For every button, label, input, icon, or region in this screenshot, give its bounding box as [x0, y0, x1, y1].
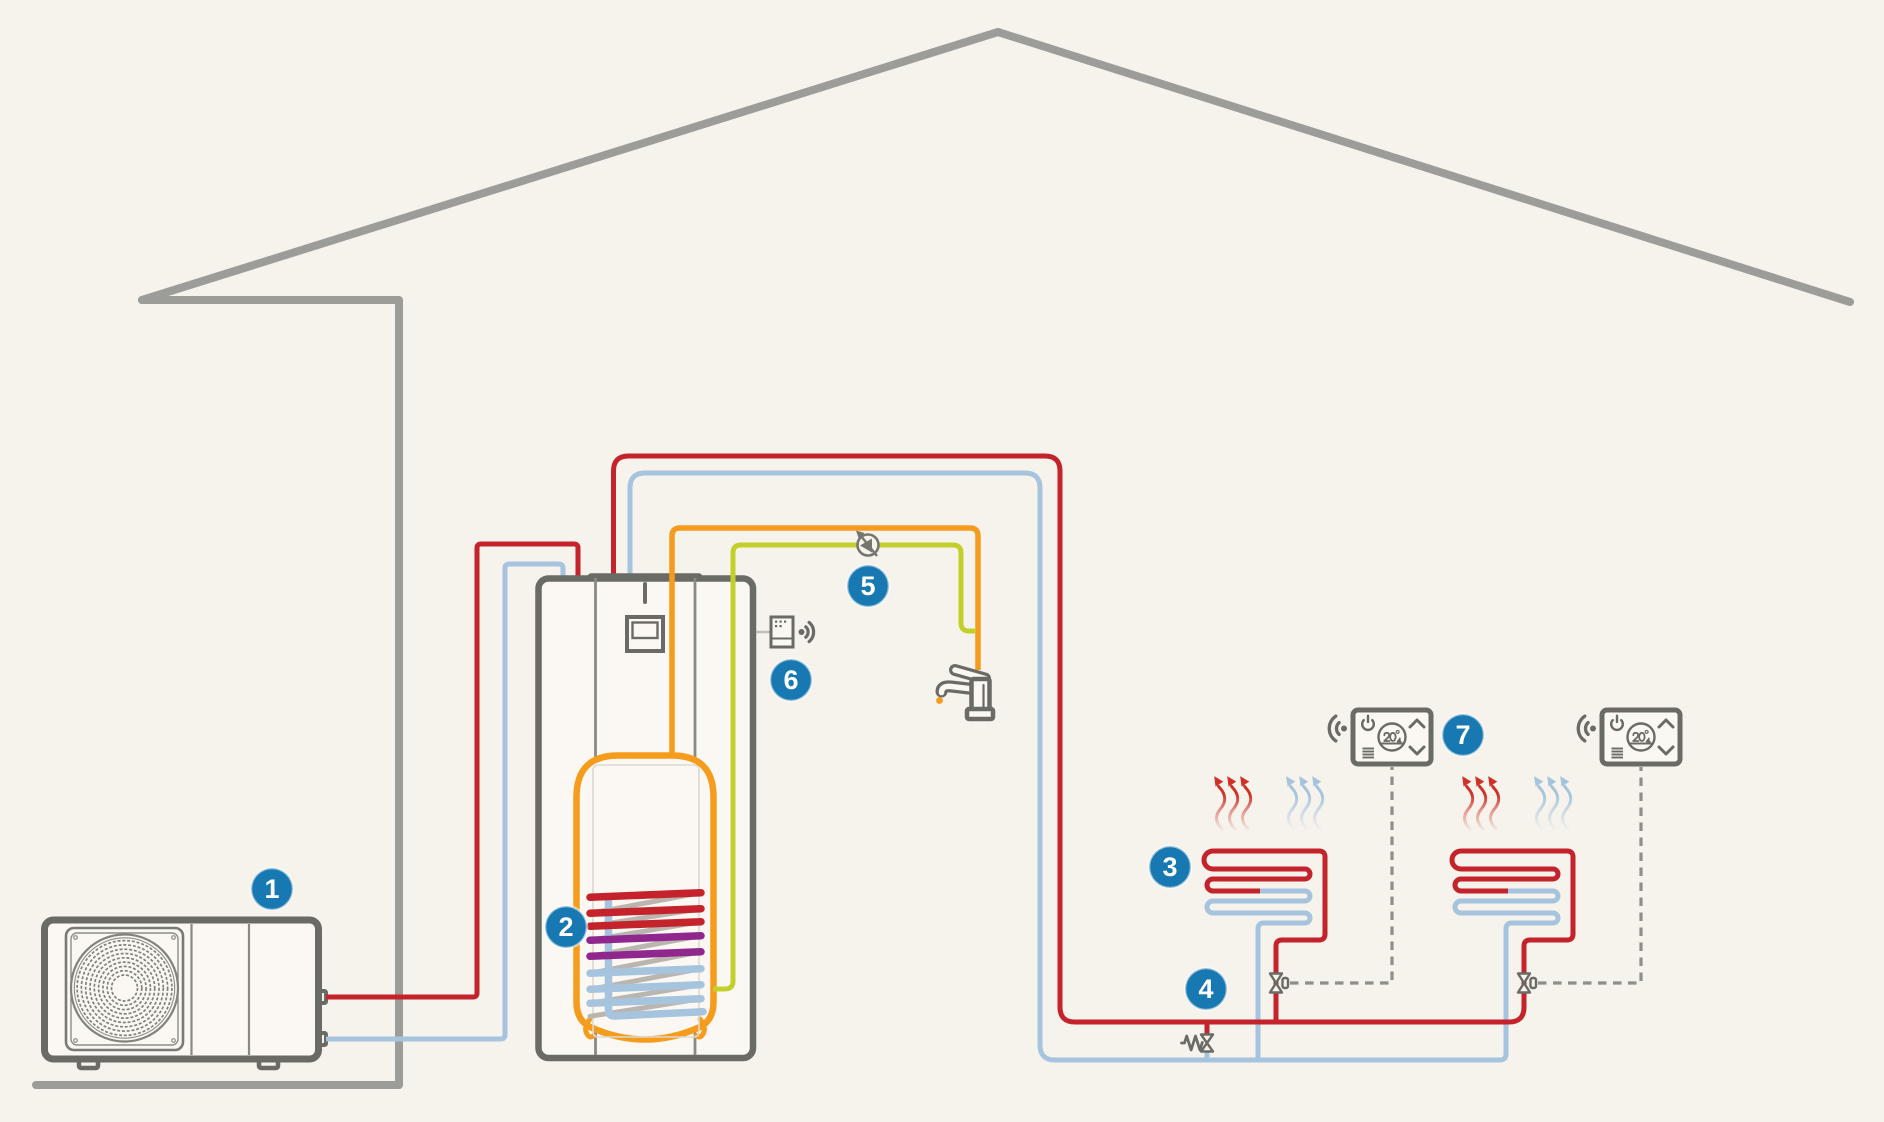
svg-text:6: 6 — [783, 665, 798, 695]
svg-text:4: 4 — [1198, 974, 1213, 1004]
svg-text:1: 1 — [264, 874, 279, 904]
svg-text:3: 3 — [1162, 852, 1177, 882]
svg-text:7: 7 — [1455, 720, 1470, 750]
svg-text:5: 5 — [860, 571, 875, 601]
svg-text:2: 2 — [558, 912, 573, 942]
